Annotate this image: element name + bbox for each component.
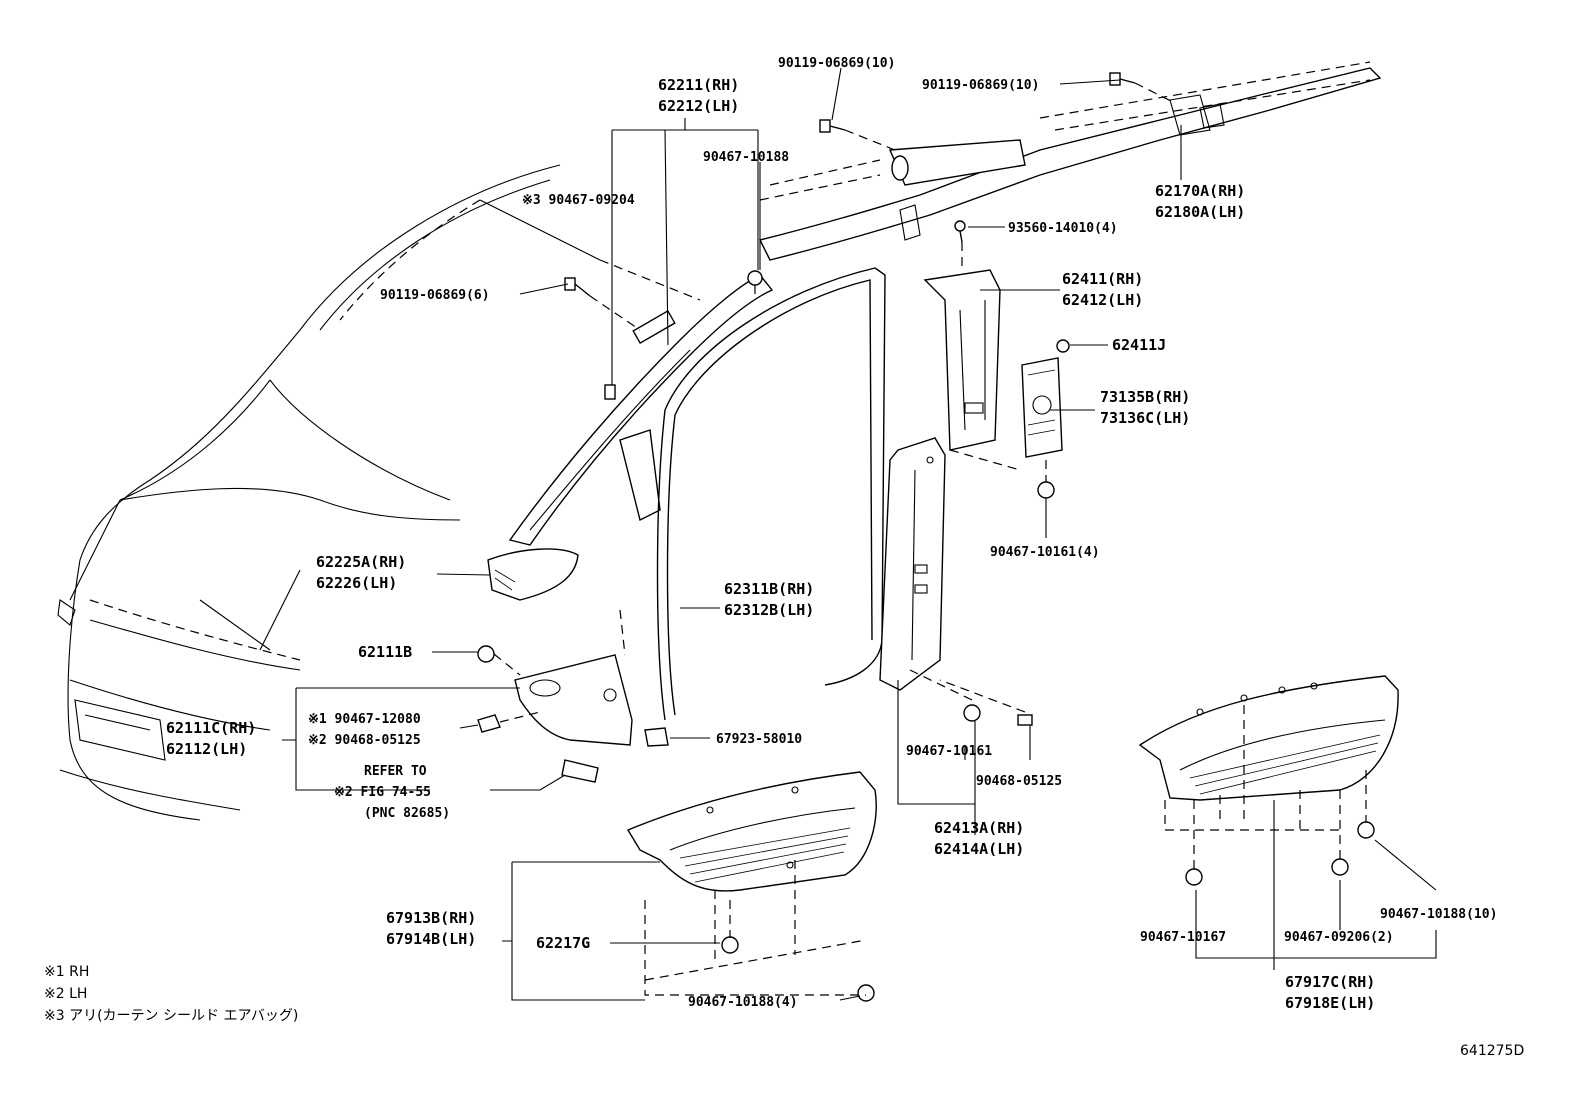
label-62226-lh: 62226(LH) — [316, 574, 397, 592]
clip-icon — [1185, 868, 1203, 886]
label-67923-58010: 67923-58010 — [716, 732, 802, 747]
label-67913b-rh: 67913B(RH) — [386, 909, 476, 927]
front-pillar-garnish — [508, 274, 774, 546]
label-67914b-lh: 67914B(LH) — [386, 930, 476, 948]
label-62217g: 62217G — [536, 934, 590, 952]
screw-icon — [954, 220, 966, 243]
footnotes: ※1 RH ※2 LH ※3 アリ(カーテン シールド エアバッグ) — [44, 964, 298, 1024]
label-90467-10188-4: 90467-10188(4) — [688, 995, 798, 1010]
refer-fig-text: ※2 FIG 74-55 — [334, 785, 431, 800]
vehicle-body-outline — [57, 164, 701, 821]
refer-to-text: REFER TO — [364, 764, 427, 779]
footnote-1: ※1 RH — [44, 964, 89, 980]
label-62413a-rh: 62413A(RH) — [934, 819, 1024, 837]
bolt-icon — [564, 277, 591, 297]
label-90467-10188: 90467-10188 — [703, 150, 789, 165]
label-90468-05125-a: ※2 90468-05125 — [308, 733, 421, 748]
part-number-labels: 62211(RH) 62212(LH) 90119-06869(10) 9011… — [166, 56, 1497, 1012]
label-90467-10167: 90467-10167 — [1140, 930, 1226, 945]
label-90119-06869-10-a: 90119-06869(10) — [778, 56, 895, 71]
label-67917c-rh: 67917C(RH) — [1285, 973, 1375, 991]
clip-icon — [747, 270, 763, 286]
door-opening-trim-weatherstrip — [644, 267, 886, 747]
assist-grip-cover — [487, 548, 579, 601]
label-62212-lh: 62212(LH) — [658, 97, 739, 115]
label-90467-10188-10: 90467-10188(10) — [1380, 907, 1497, 922]
clip-icon — [1331, 858, 1349, 876]
label-62170a-rh: 62170A(RH) — [1155, 182, 1245, 200]
label-90467-10161-4: 90467-10161(4) — [990, 545, 1100, 560]
label-62225a-rh: 62225A(RH) — [316, 553, 406, 571]
clip-icon — [1056, 339, 1070, 353]
clip-icon — [1017, 714, 1033, 726]
label-90468-05125-b: 90468-05125 — [976, 774, 1062, 789]
seat-belt-anchor-cover — [1021, 357, 1063, 458]
label-67918e-lh: 67918E(LH) — [1285, 994, 1375, 1012]
curtain-airbag-assembly — [758, 61, 1382, 261]
leader-lines — [282, 67, 1437, 1001]
label-62111b: 62111B — [358, 643, 412, 661]
label-62311b-rh: 62311B(RH) — [724, 580, 814, 598]
center-pillar-upper-garnish — [923, 269, 1001, 451]
label-90119-06869-6: 90119-06869(6) — [380, 288, 490, 303]
label-62411j: 62411J — [1112, 336, 1166, 354]
label-62111c-rh: 62111C(RH) — [166, 719, 256, 737]
diagram-id: 641275D — [1460, 1043, 1524, 1059]
bolt-icon — [1109, 72, 1136, 86]
rear-door-scuff-plate — [1138, 675, 1399, 801]
label-62412-lh: 62412(LH) — [1062, 291, 1143, 309]
label-62414a-lh: 62414A(LH) — [934, 840, 1024, 858]
label-93560-14010: 93560-14010(4) — [1008, 221, 1118, 236]
label-62312b-lh: 62312B(LH) — [724, 601, 814, 619]
clip-icon — [1037, 481, 1055, 499]
label-62112-lh: 62112(LH) — [166, 740, 247, 758]
footnote-2: ※2 LH — [44, 986, 87, 1002]
clip-icon — [963, 704, 981, 722]
label-62411-rh: 62411(RH) — [1062, 270, 1143, 288]
label-90467-09204: ※3 90467-09204 — [522, 193, 635, 208]
label-90467-09206-2: 90467-09206(2) — [1284, 930, 1394, 945]
label-90119-06869-10-b: 90119-06869(10) — [922, 78, 1039, 93]
clip-icon — [721, 936, 739, 954]
footnote-3: ※3 アリ(カーテン シールド エアバッグ) — [44, 1008, 298, 1024]
label-73136c-lh: 73136C(LH) — [1100, 409, 1190, 427]
clip-icon — [1357, 821, 1375, 839]
bolt-icon — [819, 119, 846, 133]
clip-icon — [857, 984, 875, 1002]
front-door-scuff-plate — [626, 771, 877, 892]
label-62180a-lh: 62180A(LH) — [1155, 203, 1245, 221]
assembly-dashed-lines — [493, 82, 1367, 996]
label-90467-12080: ※1 90467-12080 — [308, 712, 421, 727]
cowl-side-trim — [477, 645, 633, 783]
label-73135b-rh: 73135B(RH) — [1100, 388, 1190, 406]
label-90467-10161: 90467-10161 — [906, 744, 992, 759]
label-62211-rh: 62211(RH) — [658, 76, 739, 94]
refer-pnc-text: (PNC 82685) — [364, 806, 450, 821]
center-pillar-lower-garnish — [879, 437, 946, 691]
